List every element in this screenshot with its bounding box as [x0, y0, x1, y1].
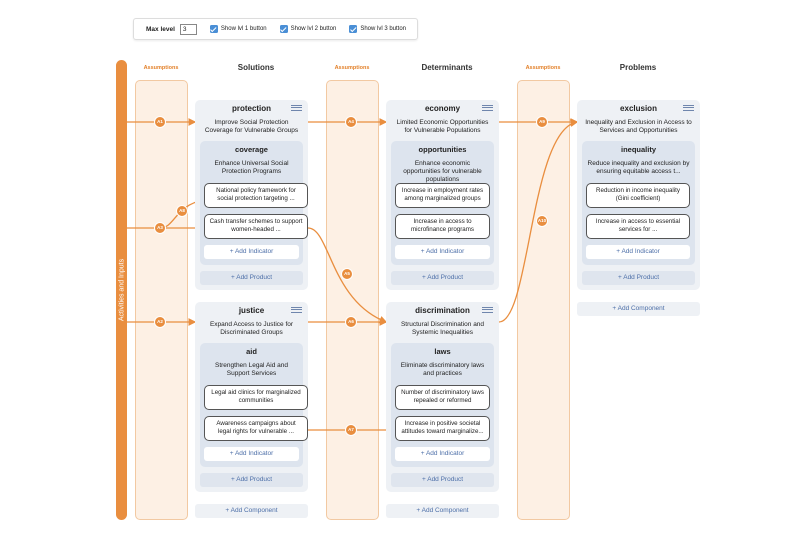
assumption-badge-a7[interactable]: A7 — [345, 424, 357, 436]
indicator-item[interactable]: Cash transfer schemes to support women-h… — [204, 214, 308, 239]
card-description: Improve Social Protection Coverage for V… — [204, 119, 299, 134]
show-lvl3-checkbox[interactable]: Show lvl 3 button — [349, 25, 406, 33]
column-header-problems: Problems — [619, 63, 657, 72]
assumptions-header-3: Assumptions — [525, 65, 561, 71]
assumptions-column-1 — [135, 80, 188, 520]
add-product-button[interactable]: + Add Product — [200, 271, 303, 285]
subcard-description: Strengthen Legal Aid and Support Service… — [214, 362, 288, 377]
add-component-button[interactable]: + Add Component — [577, 302, 700, 316]
toolbar: Max level 3 Show lvl 1 button Show lvl 2… — [133, 18, 418, 40]
add-indicator-button[interactable]: + Add Indicator — [204, 245, 299, 259]
assumption-badge-a10[interactable]: A10 — [536, 215, 548, 227]
add-component-button[interactable]: + Add Component — [195, 504, 308, 518]
card-description: Expand Access to Justice for Discriminat… — [209, 321, 294, 336]
show-lvl3-label: Show lvl 3 button — [360, 26, 407, 32]
card-description: Structural Discrimination and Systemic I… — [400, 321, 485, 336]
show-lvl1-label: Show lvl 1 button — [220, 26, 267, 32]
column-header-solutions: Solutions — [237, 63, 275, 72]
assumption-badge-a1[interactable]: A1 — [154, 116, 166, 128]
assumptions-column-2 — [326, 80, 379, 520]
add-product-button[interactable]: + Add Product — [391, 271, 494, 285]
activities-bar — [116, 60, 127, 520]
add-component-button[interactable]: + Add Component — [386, 504, 499, 518]
column-header-determinants: Determinants — [421, 63, 473, 72]
indicator-item[interactable]: Increase in access to essential services… — [586, 214, 690, 239]
subcard-title: inequality — [620, 145, 656, 154]
hamburger-menu-icon[interactable] — [482, 105, 493, 111]
show-lvl2-checkbox[interactable]: Show lvl 2 button — [279, 25, 337, 33]
hamburger-menu-icon[interactable] — [482, 307, 493, 313]
add-indicator-button[interactable]: + Add Indicator — [395, 447, 490, 461]
max-level-input[interactable]: 3 — [179, 23, 197, 35]
checkbox-checked-icon — [279, 25, 288, 33]
card-title: exclusion — [620, 104, 657, 113]
card-description: Inequality and Exclusion in Access to Se… — [585, 119, 692, 134]
add-product-button[interactable]: + Add Product — [582, 271, 695, 285]
assumption-badge-a9[interactable]: A9 — [536, 116, 548, 128]
add-indicator-button[interactable]: + Add Indicator — [395, 245, 490, 259]
show-lvl1-checkbox[interactable]: Show lvl 1 button — [209, 25, 267, 33]
subcard-description: Enhance economic opportunities for vulne… — [403, 160, 482, 183]
hamburger-menu-icon[interactable] — [291, 307, 302, 313]
subcard-description: Eliminate discriminatory laws and practi… — [400, 362, 485, 377]
subcard-description: Reduce inequality and exclusion by ensur… — [587, 160, 690, 175]
assumptions-header-1: Assumptions — [143, 65, 179, 71]
checkbox-checked-icon — [349, 25, 358, 33]
subcard-title: opportunities — [418, 145, 467, 154]
indicator-item[interactable]: Reduction in income inequality (Gini coe… — [586, 183, 690, 208]
indicator-item[interactable]: Number of discriminatory laws repealed o… — [395, 385, 490, 410]
card-title: discrimination — [415, 306, 470, 315]
add-indicator-button[interactable]: + Add Indicator — [586, 245, 690, 259]
add-indicator-button[interactable]: + Add Indicator — [204, 447, 299, 461]
subcard-title: coverage — [235, 145, 268, 154]
card-description: Limited Economic Opportunities for Vulne… — [396, 119, 489, 134]
subcard-title: aid — [246, 347, 257, 356]
indicator-item[interactable]: National policy framework for social pro… — [204, 183, 308, 208]
add-product-button[interactable]: + Add Product — [200, 473, 303, 487]
hamburger-menu-icon[interactable] — [683, 105, 694, 111]
card-title: justice — [238, 306, 265, 315]
indicator-item[interactable]: Increase in access to microfinance progr… — [395, 214, 490, 239]
assumption-badge-a3[interactable]: A3 — [154, 222, 166, 234]
checkbox-checked-icon — [209, 25, 218, 33]
assumption-badge-a5[interactable]: A5 — [341, 268, 353, 280]
card-title: protection — [231, 104, 272, 113]
assumption-badge-a8[interactable]: A8 — [176, 205, 188, 217]
hamburger-menu-icon[interactable] — [291, 105, 302, 111]
assumption-badge-a4[interactable]: A4 — [345, 116, 357, 128]
max-level-label: Max level — [146, 25, 175, 33]
assumption-badge-a2[interactable]: A2 — [154, 316, 166, 328]
card-title: economy — [424, 104, 461, 113]
add-product-button[interactable]: + Add Product — [391, 473, 494, 487]
subcard-title: laws — [434, 347, 451, 356]
show-lvl2-label: Show lvl 2 button — [290, 26, 337, 32]
subcard-description: Enhance Universal Social Protection Prog… — [214, 160, 289, 175]
indicator-item[interactable]: Increase in positive societal attitudes … — [395, 416, 490, 441]
assumptions-header-2: Assumptions — [334, 65, 370, 71]
assumption-badge-a6[interactable]: A6 — [345, 316, 357, 328]
assumptions-column-3 — [517, 80, 570, 520]
indicator-item[interactable]: Awareness campaigns about legal rights f… — [204, 416, 308, 441]
indicator-item[interactable]: Increase in employment rates among margi… — [395, 183, 490, 208]
indicator-item[interactable]: Legal aid clinics for marginalized commu… — [204, 385, 308, 410]
